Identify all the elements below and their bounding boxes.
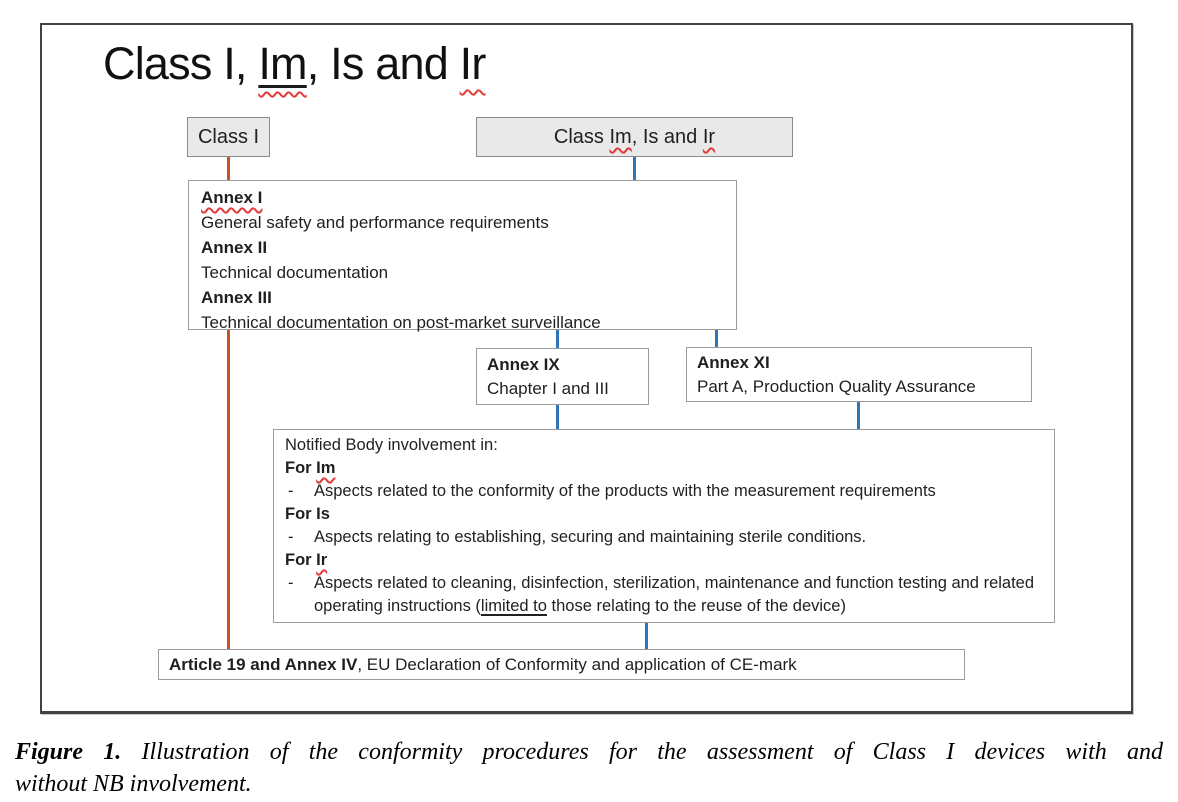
class-i-box: Class I <box>187 117 270 157</box>
annex-ix-box: Annex IX Chapter I and III <box>476 348 649 405</box>
annex-ii-desc: Technical documentation <box>201 263 389 282</box>
annex-iii-desc: Technical documentation on post-market s… <box>201 313 601 332</box>
class-im-is-ir-box: Class Im, Is and Ir <box>476 117 793 157</box>
connector-annex-to-annexix <box>556 330 559 348</box>
annex-ix-title: Annex IX <box>487 355 560 374</box>
diagram-title: Class I, Im, Is and Ir <box>103 38 487 89</box>
annex-xi-desc: Part A, Production Quality Assurance <box>697 377 976 396</box>
annex-xi-title: Annex XI <box>697 353 770 372</box>
article-19-box: Article 19 and Annex IV, EU Declaration … <box>158 649 965 680</box>
for-is-bullet: - Aspects relating to establishing, secu… <box>288 528 867 546</box>
limited-to-underlined: limited to <box>480 597 547 615</box>
for-is-heading: For Is <box>285 505 330 523</box>
for-im-heading: For Im <box>285 459 336 477</box>
annex-ii-title: Annex II <box>201 238 268 257</box>
annex-iii-title: Annex III <box>201 288 272 307</box>
annex-ix-desc: Chapter I and III <box>487 379 609 398</box>
for-im-bullet: - Aspects related to the conformity of t… <box>288 482 936 500</box>
title-term-ir: Ir <box>459 38 487 89</box>
class-im-is-ir-label: Class Im, Is and Ir <box>553 126 716 148</box>
caption-line1: Figure 1. Illustration of the conformity… <box>15 739 1163 765</box>
connector-class1-to-article <box>227 157 230 649</box>
connector-annex-to-annexxi <box>715 330 718 347</box>
notified-intro: Notified Body involvement in: <box>285 436 498 454</box>
connector-annexxi-to-notified <box>857 402 860 429</box>
notified-body-box: Notified Body involvement in: For Im - A… <box>273 429 1055 623</box>
connector-notified-to-article <box>645 623 648 649</box>
figure-caption: Figure 1. Illustration of the conformity… <box>15 736 1163 800</box>
for-ir-bullet: - Aspects related to cleaning, disinfect… <box>288 574 1035 615</box>
class-i-label: Class I <box>197 126 260 148</box>
annex-xi-box: Annex XI Part A, Production Quality Assu… <box>686 347 1032 402</box>
for-ir-heading: For Ir <box>285 551 328 569</box>
caption-line2: without NB involvement. <box>15 771 252 797</box>
connector-annexix-to-notified <box>556 405 559 429</box>
article-19-text: Article 19 and Annex IV, EU Declaration … <box>169 655 797 674</box>
connector-classim-to-annex <box>633 156 636 181</box>
title-term-im: Im <box>258 38 307 89</box>
title-text: Class I, <box>103 38 259 89</box>
annex-i-title: Annex I <box>201 188 263 207</box>
annex-i-desc: General safety and performance requireme… <box>201 213 549 232</box>
annex-i-ii-iii-box: Annex I General safety and performance r… <box>188 180 737 332</box>
